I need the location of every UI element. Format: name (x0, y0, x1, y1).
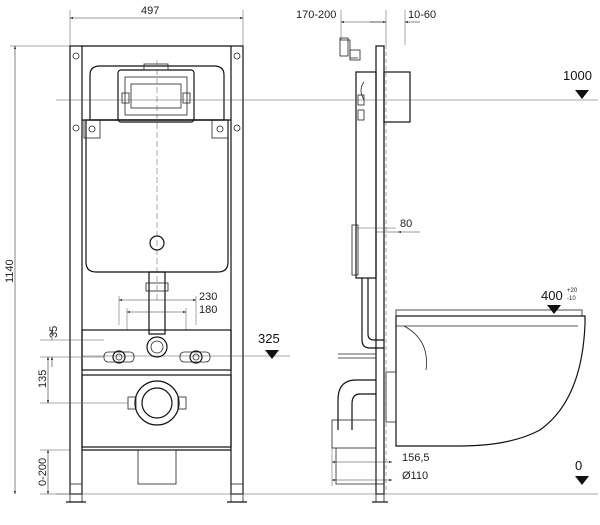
side-cistern (355, 71, 377, 279)
side-view: 170-200 10-60 80 (296, 9, 586, 503)
outlet-diameter-label: Ø110 (402, 470, 428, 482)
depth-label: 170-200 (296, 9, 336, 21)
right-foot (230, 483, 244, 503)
right-stud-bolt (179, 350, 211, 364)
inlet-level-label: 325 (258, 331, 280, 346)
mounting-plate (81, 329, 232, 371)
floor-level-marker (575, 476, 589, 485)
left-foot (69, 483, 83, 503)
right-frame-post (230, 45, 244, 495)
pipe-offset-label: 80 (400, 218, 412, 230)
side-frame-post (375, 45, 385, 495)
water-inlet (146, 336, 168, 358)
level-markers: 1000 400 +20 -10 0 (56, 68, 598, 495)
left-frame-post (69, 45, 83, 495)
bolt-spacing-label: 135 (37, 370, 49, 388)
side-drain-elbow (337, 379, 376, 430)
outlet-pipe (134, 380, 180, 426)
side-flush-plate (383, 71, 411, 123)
floor-level-label: 0 (575, 458, 582, 473)
top-level-marker (575, 90, 589, 99)
wall-thickness-label: 10-60 (408, 9, 436, 21)
seat-tolerance-minus: -10 (567, 296, 576, 302)
seat-level-marker (547, 305, 561, 314)
outlet-depth-label: 156,5 (402, 452, 430, 464)
seat-level-label: 400 (541, 288, 563, 303)
left-stud-bolt (103, 350, 135, 364)
height-label: 1140 (4, 259, 16, 283)
inlet-level-marker (265, 350, 279, 359)
cistern-tank (85, 119, 229, 273)
stud-spacing-outer-label: 230 (199, 291, 217, 303)
stud-spacing-inner-label: 180 (199, 304, 217, 316)
width-label: 497 (141, 5, 159, 17)
foot-adjust-label: 0-200 (37, 458, 49, 486)
seat-tolerance-plus: +20 (567, 288, 578, 294)
front-view: 497 1140 (4, 5, 290, 503)
top-level-label: 1000 (563, 68, 592, 83)
flush-height-label: 35 (48, 326, 60, 338)
flush-pipe (148, 271, 166, 335)
wall-hung-toilet (395, 315, 586, 447)
